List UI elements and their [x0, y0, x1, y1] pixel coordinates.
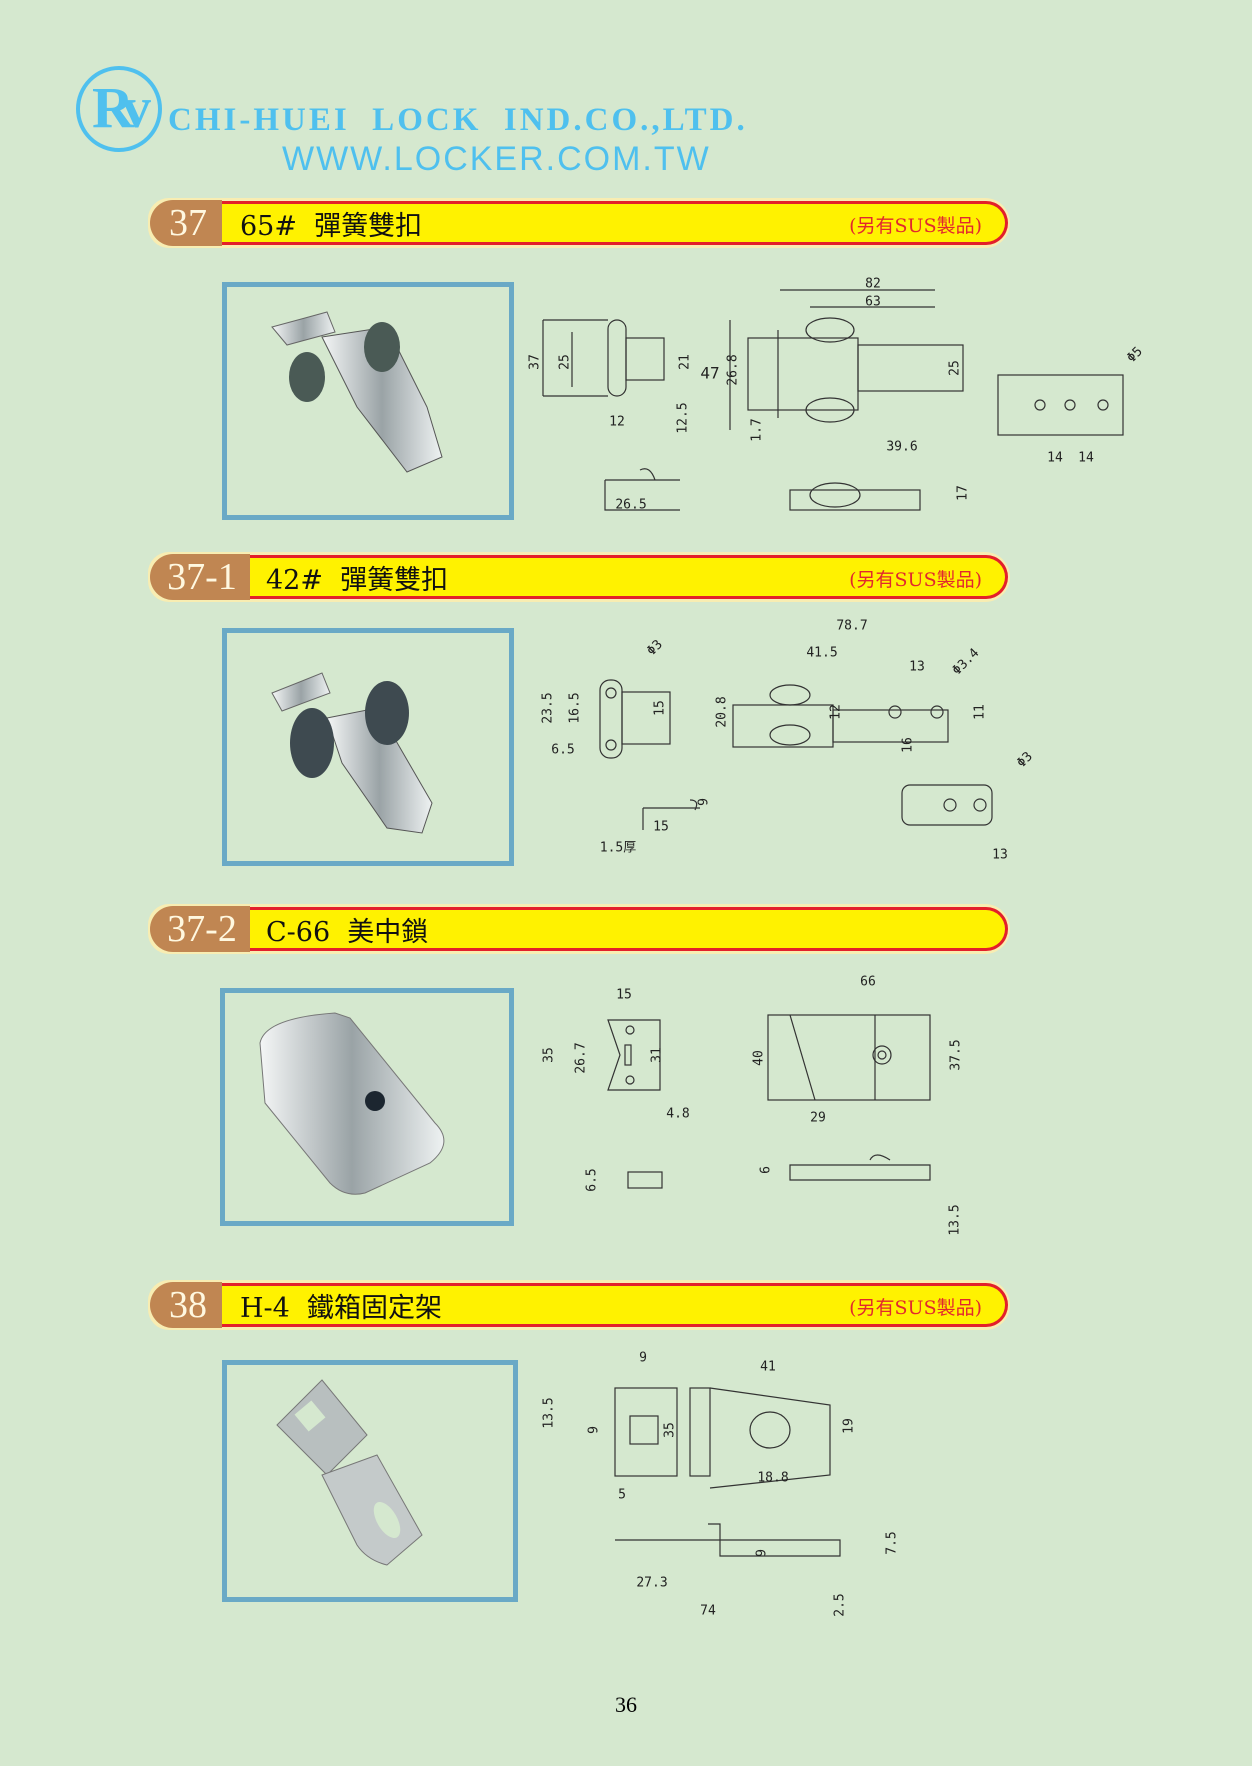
dimension-label: 39.6 — [886, 439, 918, 455]
dimension-label: 15 — [616, 987, 632, 1003]
dimension-label: 13.5 — [947, 1204, 963, 1236]
dimension-label: 9 — [754, 1549, 770, 1557]
dimension-label: 37 — [527, 354, 543, 370]
dimension-label: 11 — [972, 704, 988, 720]
dimension-label: 1.5厚 — [599, 840, 637, 856]
dimension-label: 82 — [865, 276, 881, 292]
company-logo: Rv — [76, 66, 162, 152]
section-header-38: 38 H-4 鐵箱固定架 (另有SUS製品) — [148, 1280, 1010, 1330]
dimension-label: 26.5 — [615, 497, 647, 513]
product-photo-37-2 — [220, 988, 514, 1226]
section-title: 42# 彈簧雙扣 — [266, 565, 449, 596]
product-photo-38 — [222, 1360, 518, 1602]
dimension-label: 4.8 — [666, 1106, 690, 1122]
dimension-label: 29 — [810, 1110, 826, 1126]
dimension-label: 26.7 — [573, 1042, 589, 1074]
dimension-label: 1.7 — [749, 418, 765, 442]
dimension-label: 25 — [947, 360, 963, 376]
dimension-label: 9 — [586, 1426, 602, 1434]
dimension-label: 14 — [1078, 450, 1094, 466]
section-header-37-1: 37-1 42# 彈簧雙扣 (另有SUS製品) — [148, 552, 1010, 602]
section-number: 37 — [150, 200, 222, 246]
dimension-label: 5 — [618, 1487, 626, 1503]
dimension-label: 40 — [751, 1050, 767, 1066]
dimension-label: 2.5 — [832, 1593, 848, 1617]
dimension-label: 6 — [758, 1166, 774, 1174]
dimension-label: 6.5 — [551, 742, 575, 758]
section-header-37-2: 37-2 C-66 美中鎖 — [148, 904, 1010, 954]
dimension-label: 13 — [909, 659, 925, 675]
section-number: 38 — [150, 1282, 222, 1328]
section-title: H-4 鐵箱固定架 — [240, 1293, 443, 1324]
dimension-label: 7.5 — [884, 1531, 900, 1555]
dimension-label: 15 — [652, 700, 668, 716]
dimension-label: 16.5 — [567, 692, 583, 724]
dimension-label: 13.5 — [541, 1397, 557, 1429]
product-photo-37-1 — [222, 628, 514, 866]
sus-note: (另有SUS製品) — [849, 215, 982, 237]
dimension-label: 35 — [541, 1047, 557, 1063]
dimension-label: 19 — [841, 1418, 857, 1434]
section-number: 37-1 — [150, 554, 250, 600]
dimension-label: 27.3 — [636, 1575, 668, 1591]
dimension-label: 37.5 — [948, 1039, 964, 1071]
dimension-label: 16 — [900, 737, 916, 753]
dimension-label: 41 — [760, 1359, 776, 1375]
dimension-label: 6.5 — [584, 1168, 600, 1192]
dimension-label: 41.5 — [806, 645, 838, 661]
dimension-label: 78.7 — [836, 618, 868, 634]
dimension-label: 20.8 — [714, 696, 730, 728]
company-url: WWW.LOCKER.COM.TW — [282, 140, 711, 178]
dimension-label: 35 — [662, 1422, 678, 1438]
section-title: C-66 美中鎖 — [266, 917, 429, 948]
dimension-label: 63 — [865, 294, 881, 310]
section-title: 65# 彈簧雙扣 — [240, 211, 423, 242]
dimension-label: 14 — [1047, 450, 1063, 466]
dimension-label: 18.8 — [757, 1470, 789, 1486]
dimension-label: 12 — [609, 414, 625, 430]
section-number: 37-2 — [150, 906, 250, 952]
dimension-label: 25 — [557, 354, 573, 370]
dimension-label: 74 — [700, 1603, 716, 1619]
dimension-label: 9 — [696, 798, 712, 806]
company-name: CHI-HUEI LOCK IND.CO.,LTD. — [168, 102, 748, 138]
dimension-label: 12 — [828, 704, 844, 720]
sus-note: (另有SUS製品) — [849, 1297, 982, 1319]
dimension-label: 47 — [700, 363, 720, 383]
section-header-37: 37 65# 彈簧雙扣 (另有SUS製品) — [148, 198, 1010, 248]
dimension-label: 9 — [639, 1350, 647, 1366]
dimension-label: 26.8 — [725, 354, 741, 386]
dimension-label: 23.5 — [540, 692, 556, 724]
dimension-label: 31 — [649, 1047, 665, 1063]
dimension-label: 17 — [955, 485, 971, 501]
product-photo-37 — [222, 282, 514, 520]
dimension-label: 15 — [653, 819, 669, 835]
page-number: 36 — [615, 1692, 637, 1717]
dimension-label: 13 — [992, 847, 1008, 863]
dimension-label: 66 — [860, 974, 876, 990]
dimension-label: 12.5 — [675, 402, 691, 434]
dimension-label: 21 — [677, 354, 693, 370]
sus-note: (另有SUS製品) — [849, 569, 982, 591]
